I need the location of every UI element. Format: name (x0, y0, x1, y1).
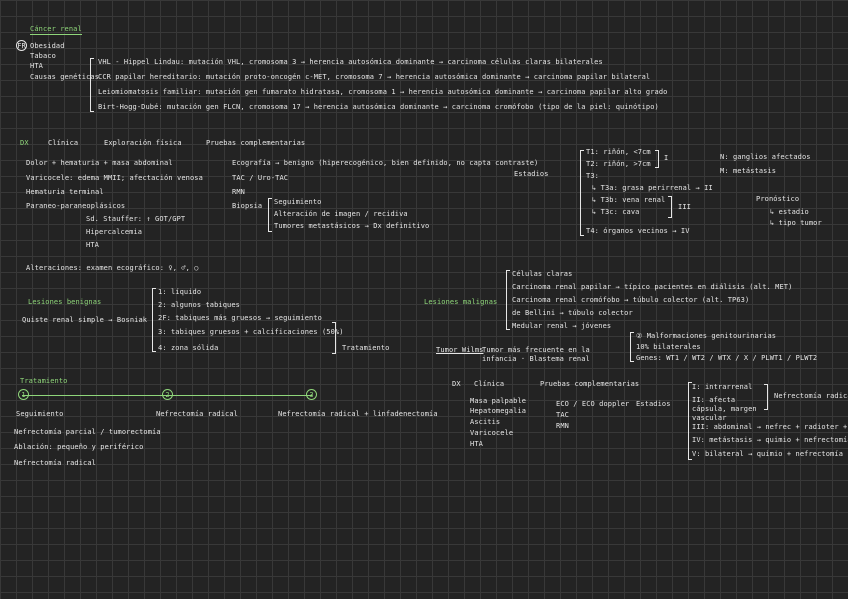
paraneo-item: Hipercalcemia (86, 228, 143, 236)
wilms-stage: IV: metástasis → quimio + nefrectomía (692, 436, 848, 444)
risk-item: HTA (30, 62, 43, 70)
paraneo-item: HTA (86, 241, 99, 249)
benign-right: Tratamiento (342, 344, 390, 352)
clinic-item: Paraneo-paraneoplásicos (26, 202, 126, 210)
wilms-clinic: Masa palpable (470, 397, 527, 405)
dx-header: Exploración física (104, 139, 182, 147)
wilms-clinic: Varicocele (470, 429, 514, 437)
genetic-line: Birt-Hogg-Dubé: mutación gen FLCN, cromo… (98, 103, 659, 111)
stage-roman: I (664, 154, 669, 162)
page-title: Cáncer renal (30, 25, 82, 33)
wilms-dx-header: Pruebas complementarias (540, 380, 640, 388)
bosniak-item: 2F: tabiques más gruesos → seguimiento (158, 314, 322, 322)
t-stage: T2: riñón, >7cm (586, 160, 651, 168)
genetic-line: VHL - Hippel Lindau: mutación VHL, cromo… (98, 58, 603, 66)
wilms-test: RMN (556, 422, 569, 430)
treatment-step-marker: 2 (162, 389, 173, 400)
bosniak-item: 3: tabiques gruesos + calcificaciones (5… (158, 328, 344, 336)
risk-item: Tabaco (30, 52, 56, 60)
malign-item: Medular renal → jóvenes (512, 322, 612, 330)
biopsy-item: Alteración de imagen / recidiva (274, 210, 408, 218)
t-stage: T1: riñón, <7cm (586, 148, 651, 156)
t-stage: T4: órganos vecinos → IV (586, 227, 690, 235)
bosniak-item: 4: zona sólida (158, 344, 219, 352)
wilms-estadios: Estadios (636, 400, 671, 408)
wilms-test: TAC (556, 411, 569, 419)
wilms-stage-tx: Nefrectomía radical (774, 392, 848, 400)
malign-item: Carcinoma renal cromófobo → túbulo colec… (512, 296, 750, 304)
wilms-stage: V: bilateral → quimio + nefrectomía (692, 450, 844, 458)
wilms-dx-label: DX (452, 380, 461, 388)
test-item: Biopsia (232, 202, 263, 210)
malign-label: Lesiones malignas (424, 298, 498, 306)
dx-label: DX (20, 139, 29, 147)
dx-header: Clínica (48, 139, 79, 147)
test-item: Ecografía → benigno (hiperecogénico, bie… (232, 159, 539, 167)
treatment-item: Ablación: pequeño y periférico (14, 443, 144, 451)
prognostic-item: Pronóstico (756, 195, 800, 203)
benign-label: Lesiones benignas (28, 298, 102, 306)
risk-marker: FR (16, 40, 27, 51)
genetic-line: Leiomiomatosis familiar: mutación gen fu… (98, 88, 668, 96)
prognostic-item: ↳ estadio (770, 208, 809, 216)
bosniak-item: 2: algunos tabiques (158, 301, 240, 309)
wilms-stage: III: abdominal → nefrec + radioter + qui… (692, 423, 848, 431)
treatment-step-label: Nefrectomía radical + linfadenectomía (278, 410, 438, 418)
n-item: N: ganglios afectados (720, 153, 811, 161)
treatment-step-marker: 1 (18, 389, 29, 400)
malign-item: Células claras (512, 270, 573, 278)
t-stage: ↳ T3a: grasa perirrenal → II (592, 184, 713, 192)
wilms-clinic: Ascitis (470, 418, 501, 426)
wilms-item: Genes: WT1 / WT2 / WTX / X / PLWT1 / PLW… (636, 354, 818, 362)
treatment-item: Nefrectomía parcial / tumorectomía (14, 428, 161, 436)
wilms-test: ECO / ECO doppler (556, 400, 630, 408)
malign-item: Carcinoma renal papilar → típico pacient… (512, 283, 793, 291)
stage-roman: III (678, 203, 691, 211)
risk-item: Causas genéticas (30, 73, 100, 81)
biopsy-item: Tumores metastásicos → Dx definitivo (274, 222, 430, 230)
signs-text: Alteraciones: examen ecográfico: ♀, ♂, ○ (26, 264, 199, 272)
wilms-desc: Tumor más frecuente en la infancia · Bla… (482, 346, 590, 363)
t-stage: ↳ T3c: cava (592, 208, 640, 216)
dx-header: Pruebas complementarias (206, 139, 306, 147)
wilms-clinic: Hepatomegalia (470, 407, 527, 415)
prognostic-item: ↳ tipo tumor (770, 219, 822, 227)
treatment-step-label: Seguimiento (16, 410, 64, 418)
t-stage: T3: (586, 172, 599, 180)
wilms-stage: I: intrarrenal (692, 383, 753, 391)
benign-left: Quiste renal simple → Bosniak (22, 316, 148, 324)
clinic-item: Varicocele: edema MMII; afectación venos… (26, 174, 203, 182)
clinic-item: Hematuria terminal (26, 188, 104, 196)
biopsy-item: Seguimiento (274, 198, 322, 206)
t-stage: ↳ T3b: vena renal (592, 196, 666, 204)
test-item: TAC / Uro-TAC (232, 174, 289, 182)
wilms-clinic: HTA (470, 440, 483, 448)
genetic-line: CCR papilar hereditario: mutación proto-… (98, 73, 651, 81)
treatment-item: Nefrectomía radical (14, 459, 96, 467)
treatment-step-label: Nefrectomía radical (156, 410, 238, 418)
treatment-step-marker: 3 (306, 389, 317, 400)
wilms-item: 10% bilaterales (636, 343, 701, 351)
n-item: M: metástasis (720, 167, 777, 175)
wilms-stage: II: afecta cápsula, margen vascular (692, 396, 757, 422)
malign-item: de Bellini → túbulo colector (512, 309, 633, 317)
clinic-item: Dolor + hematuria + masa abdominal (26, 159, 173, 167)
treatment-label: Tratamiento (20, 377, 68, 385)
estadios-label: Estadios (514, 170, 549, 178)
test-item: RMN (232, 188, 245, 196)
risk-item: Obesidad (30, 42, 65, 50)
wilms-dx-header: Clínica (474, 380, 505, 388)
bosniak-item: 1: líquido (158, 288, 202, 296)
paraneo-item: Sd. Stauffer: ↑ GOT/GPT (86, 215, 186, 223)
wilms-label: Tumor Wilms (436, 346, 484, 354)
wilms-item: ② Malformaciones genitourinarias (636, 332, 777, 340)
